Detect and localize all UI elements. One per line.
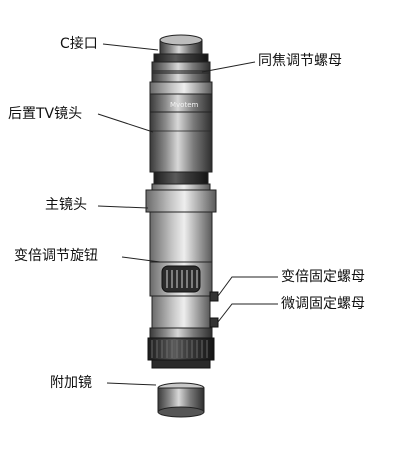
- leader-lines: [97, 43, 278, 386]
- brand-text: Mvotem: [170, 101, 199, 109]
- label-main-lens: 主镜头: [45, 197, 87, 213]
- aux-lens-part: [157, 382, 205, 418]
- leader-fine-lock-nut: [217, 303, 278, 323]
- leader-zoom-lock-nut: [217, 276, 278, 297]
- main-lens-part: [145, 183, 217, 263]
- c-mount-part: [153, 34, 209, 63]
- focus-nut-part: [149, 61, 213, 95]
- label-aux-lens: 附加镜: [50, 375, 92, 391]
- label-fine-lock-nut: 微调固定螺母: [281, 296, 365, 312]
- zoom-lock-nut-icon: [209, 291, 219, 302]
- label-c-mount: C接口: [60, 36, 98, 52]
- lower-body-part: [149, 291, 219, 339]
- label-zoom-lock-nut: 变倍固定螺母: [281, 269, 365, 285]
- front-ring-part: [147, 337, 215, 369]
- leader-main-lens: [97, 205, 149, 209]
- leader-zoom-knob: [121, 256, 161, 263]
- fine-lock-nut-icon: [209, 317, 219, 328]
- label-rear-tv-lens: 后置TV镜头: [8, 106, 83, 122]
- label-focus-nut: 同焦调节螺母: [258, 53, 342, 69]
- rear-tv-lens-part: Mvotem: [149, 93, 213, 185]
- leader-c-mount: [102, 43, 159, 51]
- label-zoom-knob: 变倍调节旋钮: [14, 248, 98, 264]
- leader-rear-tv-lens: [97, 113, 154, 133]
- leader-aux-lens: [106, 382, 157, 386]
- zoom-knob-part: [149, 261, 213, 297]
- leader-focus-nut: [201, 61, 256, 73]
